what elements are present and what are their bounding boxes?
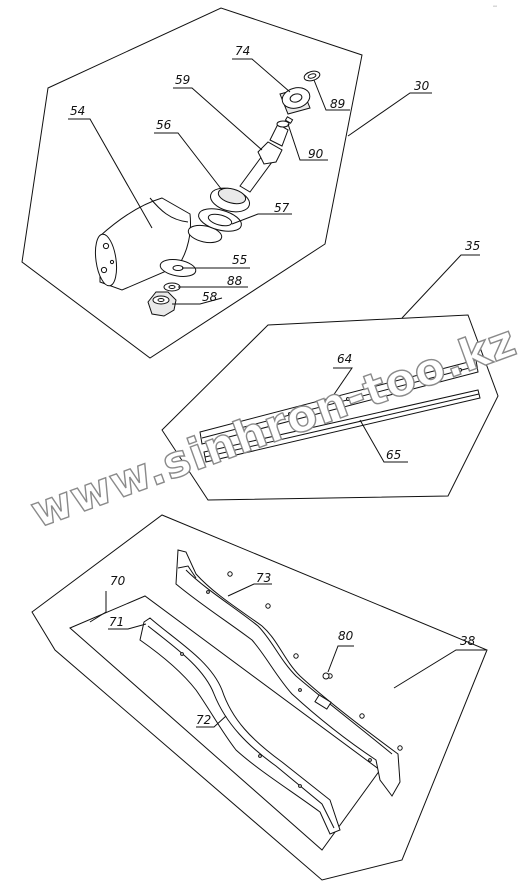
- group-38-outline: [31, 514, 488, 881]
- corner-mark: °°: [493, 5, 497, 10]
- part-71-label: 71: [109, 615, 124, 629]
- part-74-bearing: [279, 87, 311, 115]
- group-70-assembly: 70 71 72: [69, 574, 381, 851]
- part-64-strip: [199, 359, 479, 445]
- part-64-label: 64: [337, 352, 352, 366]
- part-57-label: 57: [274, 201, 290, 215]
- part-58-label: 58: [202, 290, 218, 304]
- part-54-label: 54: [70, 104, 85, 118]
- site-watermark: www.sinhron-too.kz: [24, 315, 518, 538]
- group-35-outline: [161, 314, 499, 501]
- part-58-nut: [147, 291, 177, 317]
- part-55-label: 55: [232, 253, 247, 267]
- group-35-label: 35: [465, 239, 480, 253]
- part-80-screw: [322, 672, 330, 680]
- part-90-label: 90: [308, 147, 324, 161]
- group-30-label: 30: [414, 79, 430, 93]
- part-65-strip: [203, 389, 481, 463]
- part-90-key: [284, 116, 294, 124]
- group-70-label: 70: [110, 574, 126, 588]
- part-89-label: 89: [330, 97, 345, 111]
- part-59-shaft: [239, 120, 290, 193]
- part-74-label: 74: [235, 44, 250, 58]
- part-65-label: 65: [386, 448, 401, 462]
- part-73-label: 73: [256, 571, 271, 585]
- part-57-washer: [198, 208, 242, 232]
- part-71-channel: [139, 617, 341, 835]
- group-38-label: 38: [460, 634, 476, 648]
- part-73-arm: [175, 549, 403, 797]
- part-55-washer: [159, 259, 197, 277]
- group-30-assembly: 30 54 55 88: [21, 7, 432, 359]
- part-56-hub: [209, 187, 251, 213]
- part-59-label: 59: [175, 73, 190, 87]
- group-38-assembly: 38 70 71 72: [31, 514, 488, 881]
- part-88-label: 88: [227, 274, 243, 288]
- part-56-label: 56: [156, 118, 172, 132]
- part-80-label: 80: [338, 629, 354, 643]
- part-88-washer: [163, 282, 181, 292]
- group-30-outline: [21, 7, 363, 359]
- part-89-ring: [303, 70, 321, 82]
- group-35-assembly: 35 64 65: [161, 239, 499, 501]
- part-72-label: 72: [196, 713, 211, 727]
